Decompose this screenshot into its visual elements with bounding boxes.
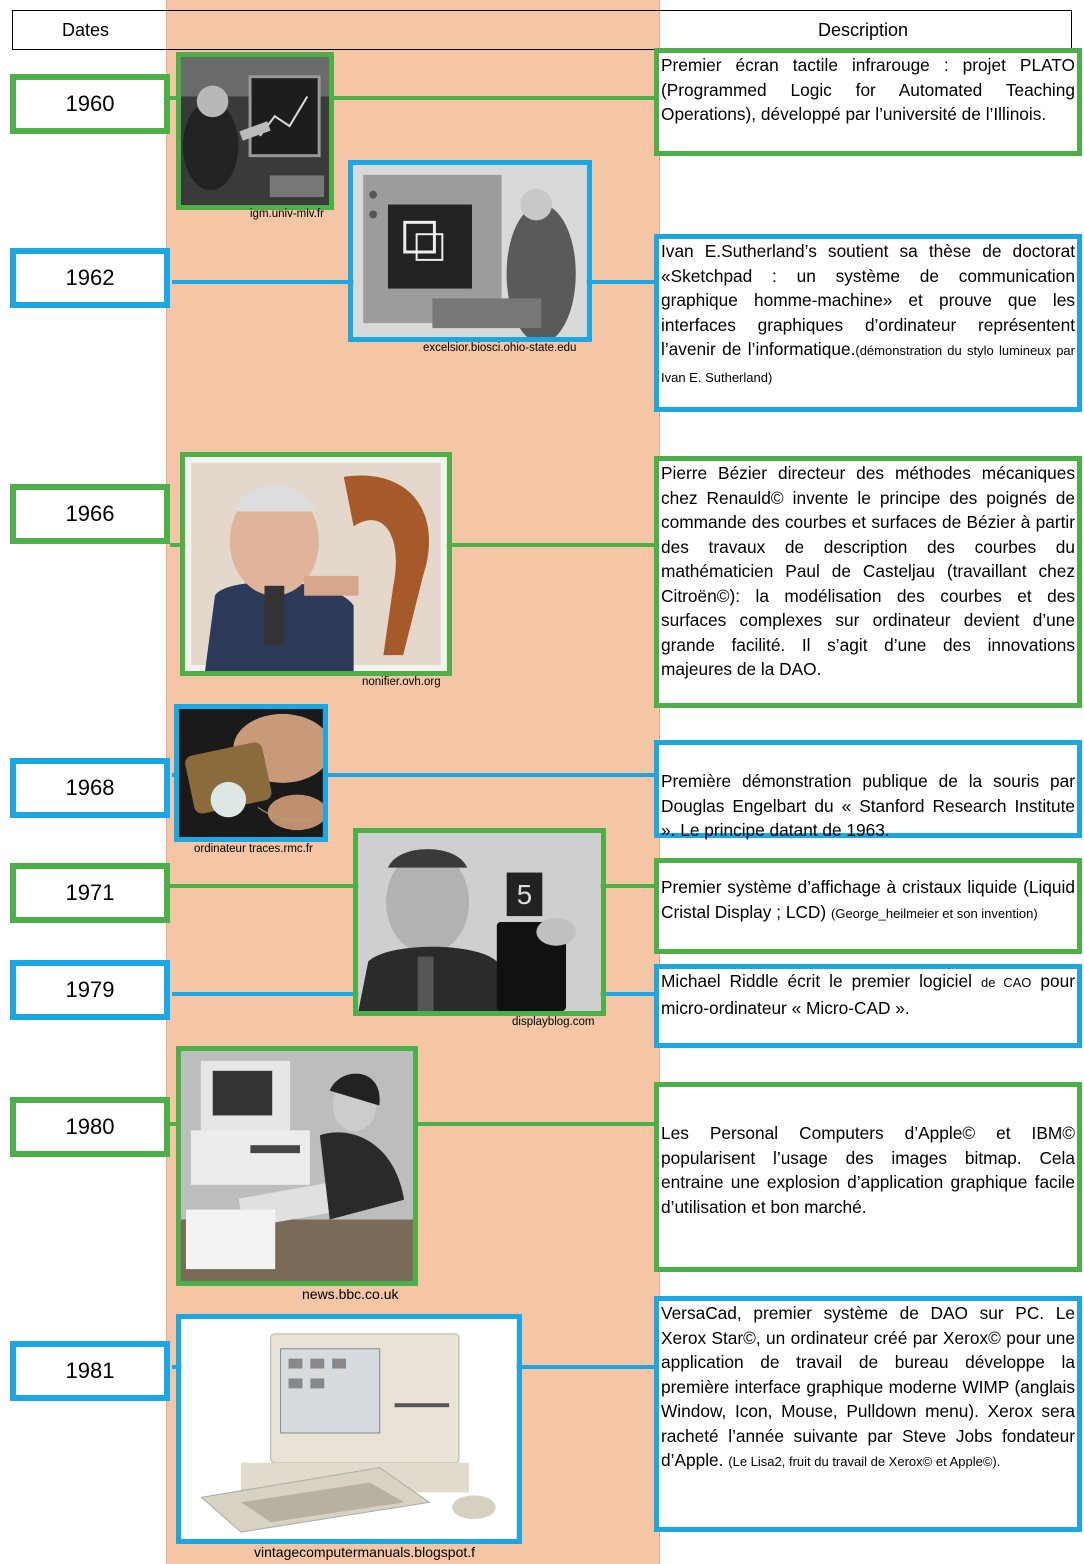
- year-1962: 1962: [10, 248, 170, 308]
- connector-1960: [170, 96, 654, 100]
- description-tail-1979: pour micro-ordinateur « Micro-CAD ».: [661, 971, 1076, 1018]
- description-text-1960: Premier écran tactile infrarouge : proje…: [661, 55, 1075, 124]
- description-text-1980: Les Personal Computers d’Apple© et IBM© …: [661, 1123, 1075, 1217]
- credit-1971: displayblog.com: [512, 1016, 595, 1028]
- year-1981: 1981: [10, 1341, 170, 1401]
- year-1960: 1960: [10, 74, 170, 134]
- apple-lisa-photo-icon: [176, 1314, 522, 1544]
- description-note-1979: de CAO: [980, 975, 1032, 990]
- description-1980: Les Personal Computers d’Apple© et IBM© …: [654, 1082, 1082, 1272]
- sketchpad-photo-icon: [348, 160, 592, 342]
- year-1968: 1968: [10, 758, 170, 818]
- description-1962: Ivan E.Sutherland’s soutient sa thèse de…: [654, 234, 1082, 412]
- description-text-1968: Première démonstration publique de la so…: [661, 771, 1075, 840]
- touchscreen-photo-icon: [176, 52, 334, 210]
- description-text-1962: Ivan E.Sutherland’s soutient sa thèse de…: [661, 241, 1075, 359]
- credit-1981: vintagecomputermanuals.blogspot.f: [254, 1544, 476, 1560]
- description-text-1971: Premier système d’affichage à cristaux l…: [661, 877, 1075, 922]
- description-1981: VersaCad, premier système de DAO sur PC.…: [654, 1296, 1082, 1532]
- year-1971: 1971: [10, 863, 170, 923]
- mouse-photo-icon: [174, 704, 328, 842]
- svg-text:5: 5: [517, 879, 532, 910]
- ibm-pc-photo-icon: [176, 1046, 418, 1286]
- year-1979: 1979: [10, 960, 170, 1020]
- connector-1968: [172, 773, 654, 777]
- credit-1966: nonifier.ovh.org: [362, 676, 441, 688]
- description-1979: Michael Riddle écrit le premier logiciel…: [654, 964, 1082, 1048]
- description-text-1979: Michael Riddle écrit le premier logiciel: [661, 971, 972, 991]
- year-1966: 1966: [10, 484, 170, 544]
- credit-1962: excelsior.biosci.ohio-state.edu: [423, 342, 577, 354]
- description-1968: Première démonstration publique de la so…: [654, 740, 1082, 840]
- description-text-1981: VersaCad, premier système de DAO sur PC.…: [661, 1303, 1075, 1470]
- credit-1968: ordinateur traces.rmc.fr: [194, 843, 313, 855]
- credit-1960: igm.univ-mlv.fr: [250, 208, 324, 220]
- description-header: Description: [818, 20, 909, 40]
- lcd-portrait-photo-icon: 5: [353, 828, 606, 1016]
- description-note-1962: (démonstration du stylo lumineux par Iva…: [661, 343, 1075, 385]
- description-note-1971: (George_heilmeier et son invention): [830, 905, 1038, 921]
- description-1971: Premier système d’affichage à cristaux l…: [654, 858, 1082, 954]
- bezier-portrait-photo-icon: [180, 452, 452, 676]
- credit-1980: news.bbc.co.uk: [302, 1286, 399, 1302]
- description-text-1966: Pierre Bézier directeur des méthodes méc…: [661, 463, 1075, 679]
- dates-header: Dates: [62, 20, 110, 40]
- description-note-1981: (Le Lisa2, fruit du travail de Xerox© et…: [728, 1454, 1001, 1469]
- table-header: [12, 10, 1072, 50]
- year-1980: 1980: [10, 1097, 170, 1157]
- description-1966: Pierre Bézier directeur des méthodes méc…: [654, 456, 1082, 708]
- description-1960: Premier écran tactile infrarouge : proje…: [654, 48, 1082, 156]
